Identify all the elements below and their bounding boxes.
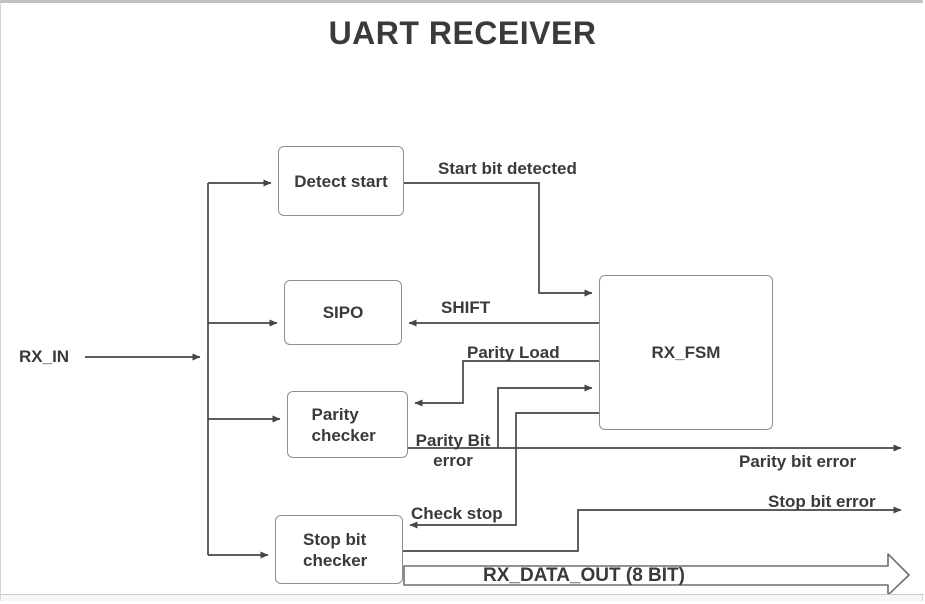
signal-label-stop-bit-error-output: Stop bit error [768, 492, 876, 511]
block-rx-fsm-label: RX_FSM [651, 343, 721, 362]
wire-check-stop [409, 412, 599, 529]
block-stop-bit-checker-label: Stop bit checker [303, 529, 368, 570]
page-title: UART RECEIVER [328, 15, 597, 51]
signal-label-parity-bit-error-output: Parity bit error [739, 452, 857, 471]
block-parity-checker: Parity checker [287, 391, 408, 458]
block-sipo-label: SIPO [322, 303, 364, 322]
signal-label-start-bit-detected: Start bit detected [438, 159, 577, 178]
signal-label-check-stop: Check stop [411, 504, 503, 523]
signal-label-parity-bit-error-internal: Parity Bit error [415, 431, 491, 470]
connector-layer [85, 179, 910, 594]
block-rx-fsm: RX_FSM [599, 275, 773, 430]
diagram-canvas: UART RECEIVER [1, 3, 924, 595]
wire-start-bit-detected [404, 182, 593, 297]
block-stop-bit-checker: Stop bit checker [275, 515, 403, 584]
wire-parity-load [414, 360, 599, 407]
signal-label-rx-data-out: RX_DATA_OUT (8 BIT) [483, 565, 685, 586]
signal-label-rx-in: RX_IN [19, 347, 70, 366]
block-detect-start-label: Detect start [294, 171, 388, 191]
wire-parity-bit-error-feedback [497, 384, 593, 448]
block-sipo: SIPO [284, 280, 402, 345]
rx-data-out-arrow [403, 553, 910, 594]
signal-label-parity-load: Parity Load [467, 343, 560, 362]
signal-label-shift: SHIFT [441, 298, 491, 317]
wire-stop-bit-error-out [403, 506, 902, 552]
block-parity-checker-label: Parity checker [311, 404, 376, 445]
block-detect-start: Detect start [278, 146, 404, 216]
